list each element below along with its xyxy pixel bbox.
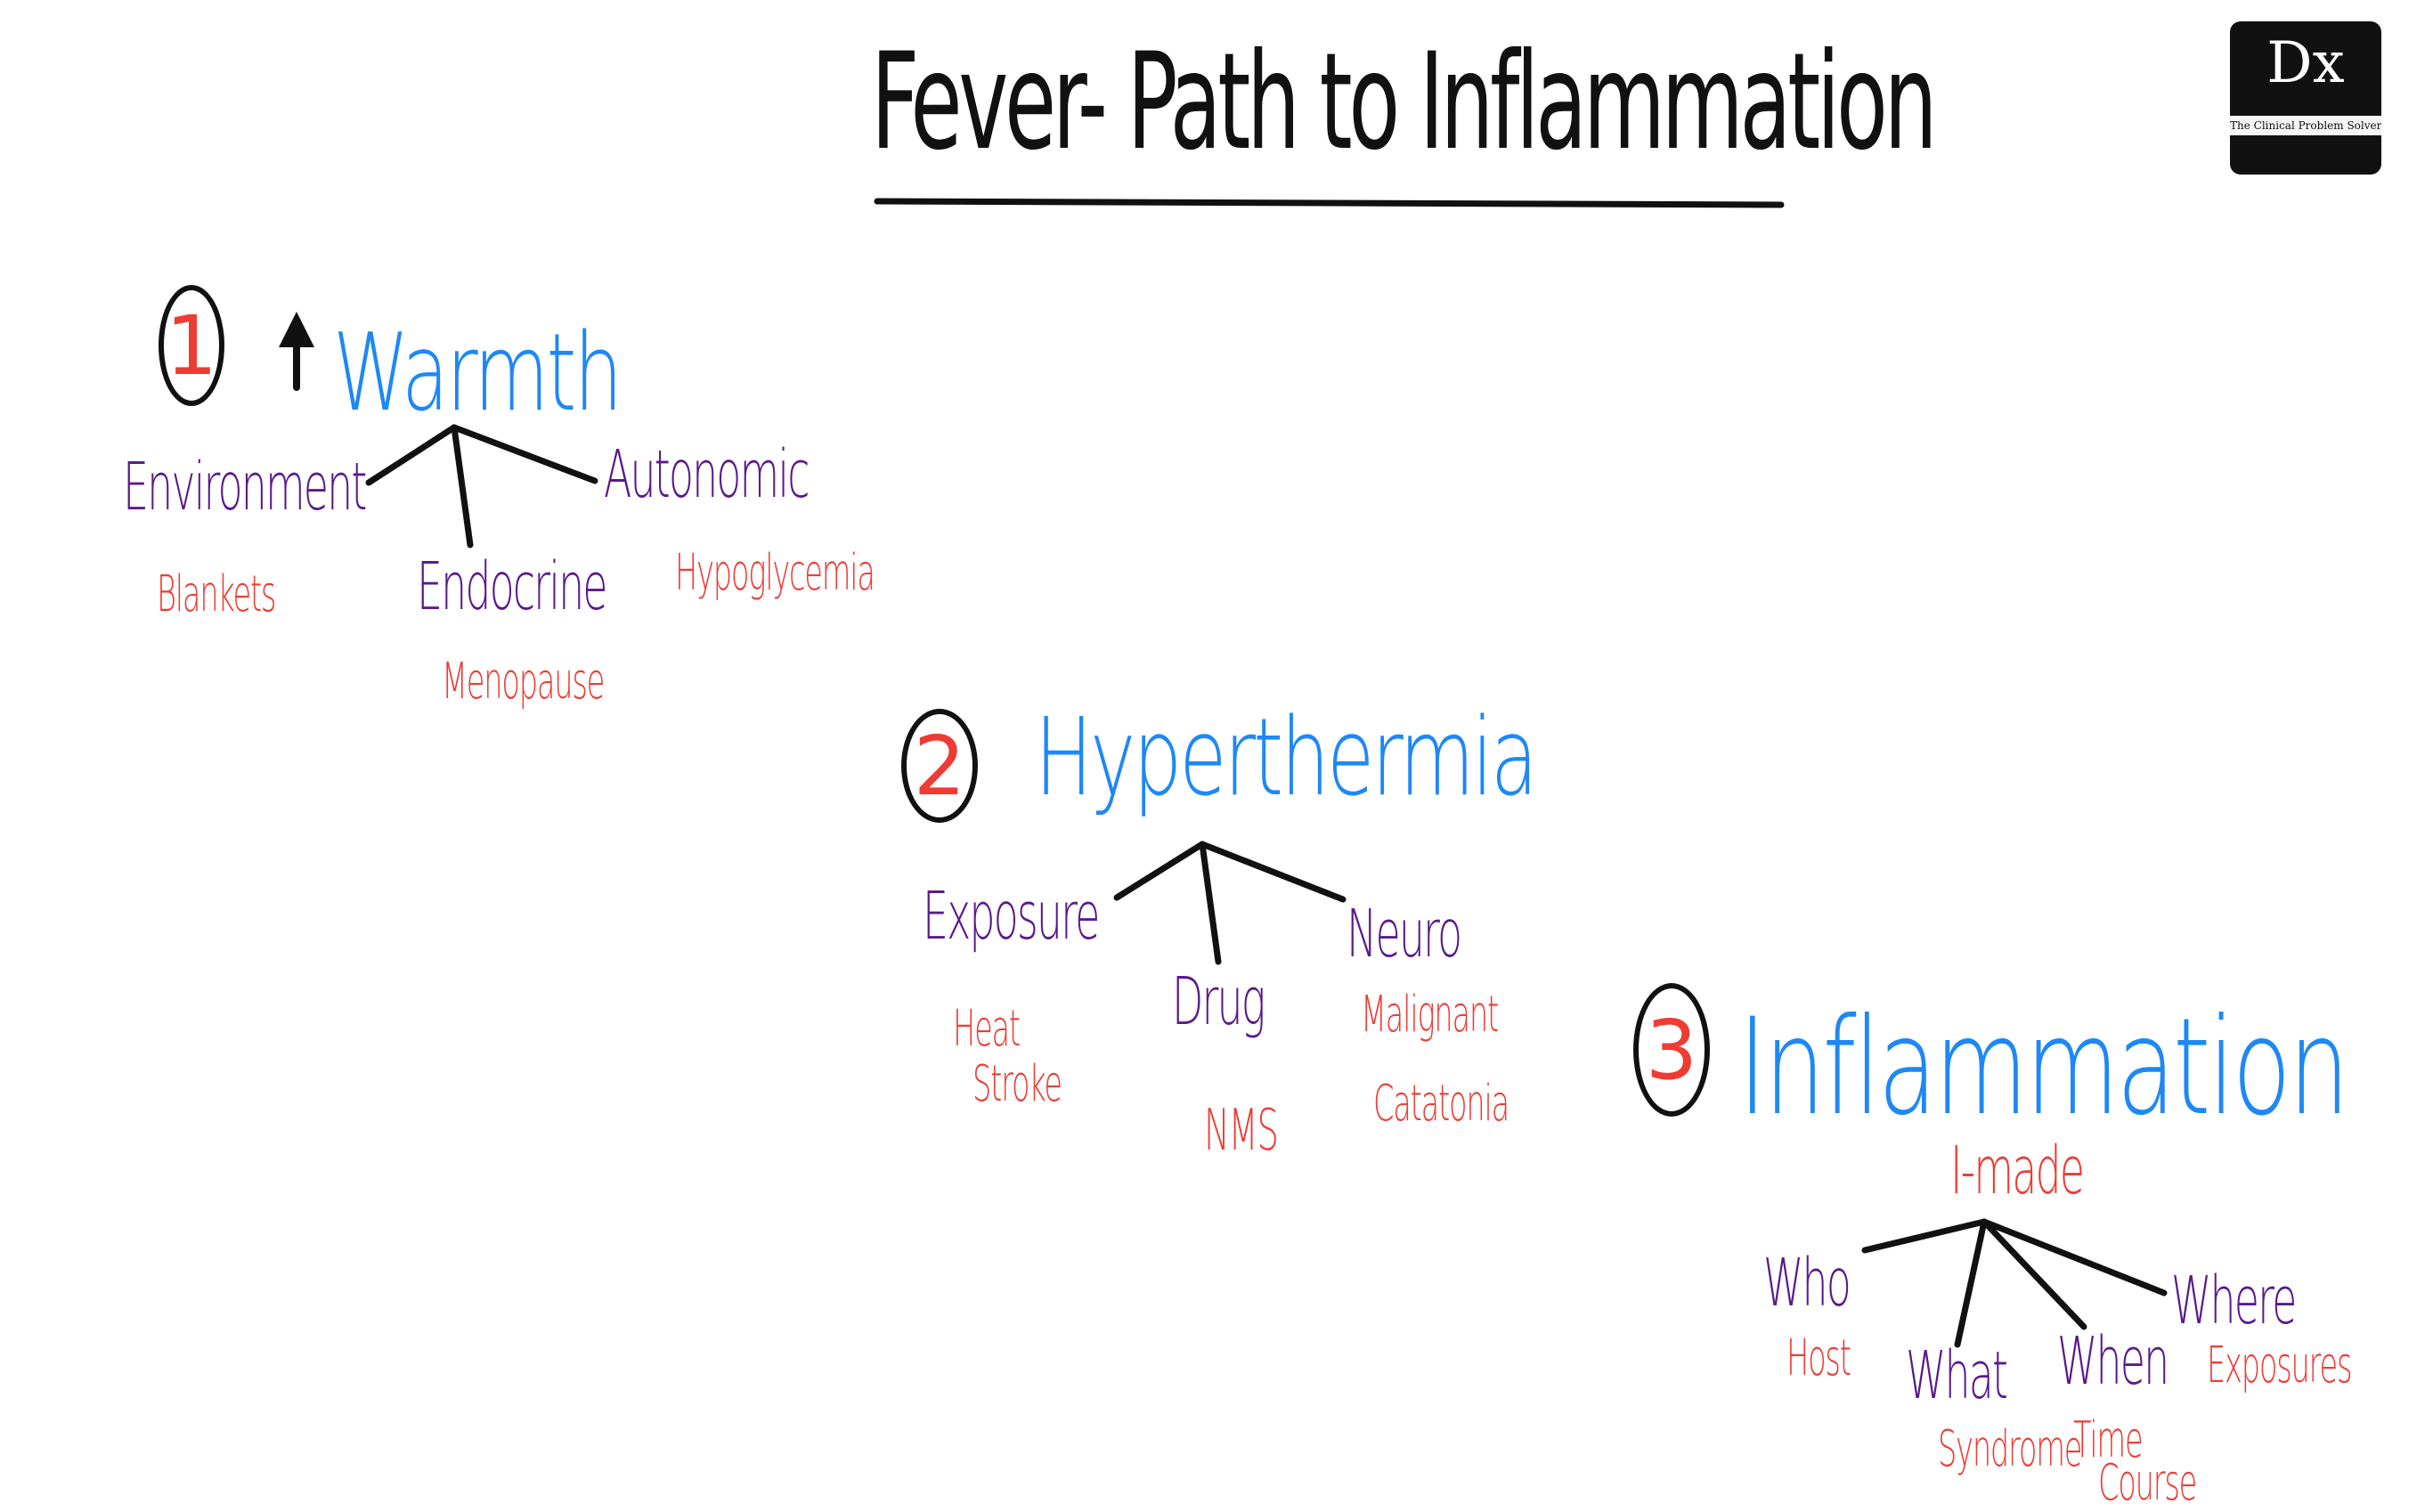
section-heading-hyperthermia: Hyperthermia	[1035, 696, 1538, 820]
step-number-1: 1	[159, 285, 224, 406]
step-number-2: 2	[901, 709, 978, 823]
inflammation-tree	[1861, 1218, 2168, 1348]
example-syndrome: Syndrome	[1938, 1420, 2082, 1478]
section-heading-inflammation: Inflammation	[1738, 990, 2349, 1145]
example-heat: Heat	[953, 1000, 1021, 1058]
example-catatonia: Catatonia	[1373, 1075, 1509, 1133]
clinical-problem-solvers-logo: Dx The Clinical Problem Solvers	[2230, 21, 2381, 175]
hyperthermia-tree	[1113, 841, 1347, 965]
branch-neuro: Neuro	[1347, 896, 1462, 972]
warmth-tree	[365, 424, 598, 549]
branch-drug: Drug	[1172, 963, 1265, 1040]
logo-text: The Clinical Problem Solvers	[2230, 116, 2381, 135]
branch-when: When	[2057, 1323, 2169, 1400]
example-exposures: Exposures	[2207, 1337, 2352, 1394]
example-host: Host	[1786, 1329, 1851, 1387]
branch-what: What	[1906, 1337, 2008, 1414]
branch-environment: Environment	[123, 449, 367, 525]
page-title: Fever- Path to Inflammation	[871, 25, 1938, 180]
up-arrow-icon	[279, 312, 314, 391]
branch-where: Where	[2171, 1263, 2297, 1339]
section-heading-warmth: Warmth	[333, 312, 622, 435]
example-hypoglycemia: Hypoglycemia	[675, 544, 875, 602]
logo-mark: Dx	[2266, 30, 2345, 96]
branch-autonomic: Autonomic	[604, 436, 810, 513]
title-underline	[874, 198, 1785, 208]
branch-exposure: Exposure	[923, 878, 1100, 955]
example-menopause: Menopause	[442, 653, 605, 711]
example-stroke: Stroke	[972, 1055, 1062, 1113]
example-blankets: Blankets	[157, 565, 276, 623]
example-malignant: Malignant	[1361, 986, 1499, 1044]
step-number-3: 3	[1633, 983, 1710, 1117]
example-nms: NMS	[1204, 1098, 1279, 1164]
branch-who: Who	[1763, 1245, 1851, 1321]
subheading-i-made: I-made	[1950, 1133, 2085, 1209]
example-time: Time	[2073, 1411, 2144, 1469]
branch-endocrine: Endocrine	[417, 549, 608, 625]
example-course: Course	[2098, 1454, 2197, 1512]
